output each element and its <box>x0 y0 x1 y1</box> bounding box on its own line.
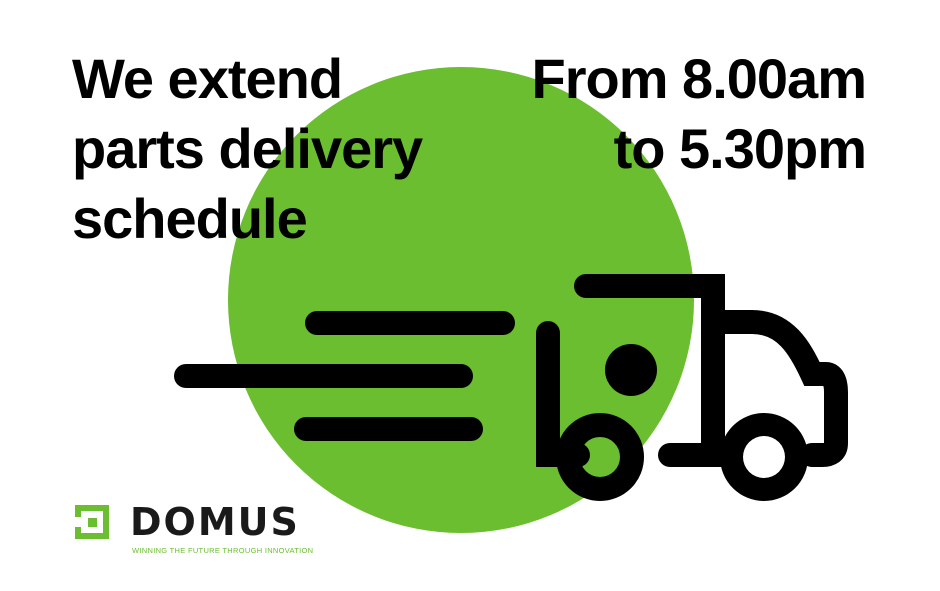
domus-logo: DOMUS WINNING THE FUTURE THROUGH INNOVAT… <box>72 502 313 555</box>
hours-line-1: From 8.00am <box>531 47 867 110</box>
cargo-circle <box>605 344 657 396</box>
headline-line-2: parts delivery <box>72 117 423 180</box>
logo-tagline: WINNING THE FUTURE THROUGH INNOVATION <box>132 546 314 555</box>
green-circle-background <box>228 67 694 533</box>
headline-line-1: We extend <box>72 47 343 110</box>
logo-wordmark: DOMUS <box>130 500 300 544</box>
front-wheel-hub <box>743 436 785 478</box>
headline-line-3: schedule <box>72 187 308 250</box>
delivery-hours: From 8.00am to 5.30pm <box>532 44 867 184</box>
front-wheel <box>720 413 808 501</box>
truck-cargo-frame <box>574 274 725 467</box>
truck-cab <box>713 310 848 467</box>
rear-wheel <box>556 413 644 501</box>
headline: We extend parts delivery schedule <box>72 44 423 254</box>
hours-line-2: to 5.30pm <box>613 117 867 180</box>
domus-logo-mark-icon <box>75 505 109 539</box>
